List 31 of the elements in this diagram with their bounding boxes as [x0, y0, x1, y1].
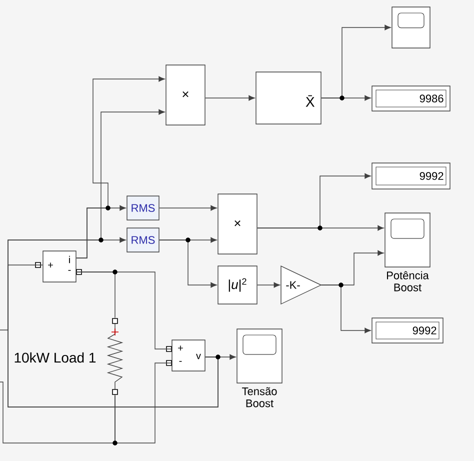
mean-block: X̄ [256, 72, 322, 124]
arrow [205, 354, 236, 360]
voltage-sensor-block: + v - [166, 340, 206, 372]
display-block: 9992 [372, 318, 444, 344]
arrow [321, 95, 371, 101]
resistor-symbol [106, 318, 124, 396]
arrow [159, 205, 217, 211]
current-sensor-block: + i - [35, 250, 82, 282]
arrow [257, 225, 384, 231]
arrow [205, 95, 255, 101]
rms-block: RMS [126, 228, 160, 252]
display-block: 9992 [372, 162, 450, 190]
product-block: × [166, 64, 206, 126]
scope-block: Potência Boost [384, 212, 430, 292]
scope-block: Tensão Boost [236, 328, 282, 408]
arrow [257, 282, 280, 288]
scope-block [392, 6, 430, 48]
math-function-block: |u|$^{2}$ [218, 266, 258, 304]
rms-block: RMS [126, 196, 160, 220]
arrow [8, 109, 218, 408]
arrow [76, 76, 165, 258]
arrow [320, 282, 371, 334]
product-block: × [218, 194, 258, 254]
display-block: 9986 [372, 86, 450, 112]
wire [0, 382, 118, 446]
wire [76, 270, 172, 350]
node-label: Tensão Boost [242, 387, 277, 408]
arrow [159, 238, 217, 288]
node-label: Potência Boost [387, 271, 429, 292]
wire [0, 264, 43, 330]
load-label: 10kW Load 1 [14, 352, 96, 363]
